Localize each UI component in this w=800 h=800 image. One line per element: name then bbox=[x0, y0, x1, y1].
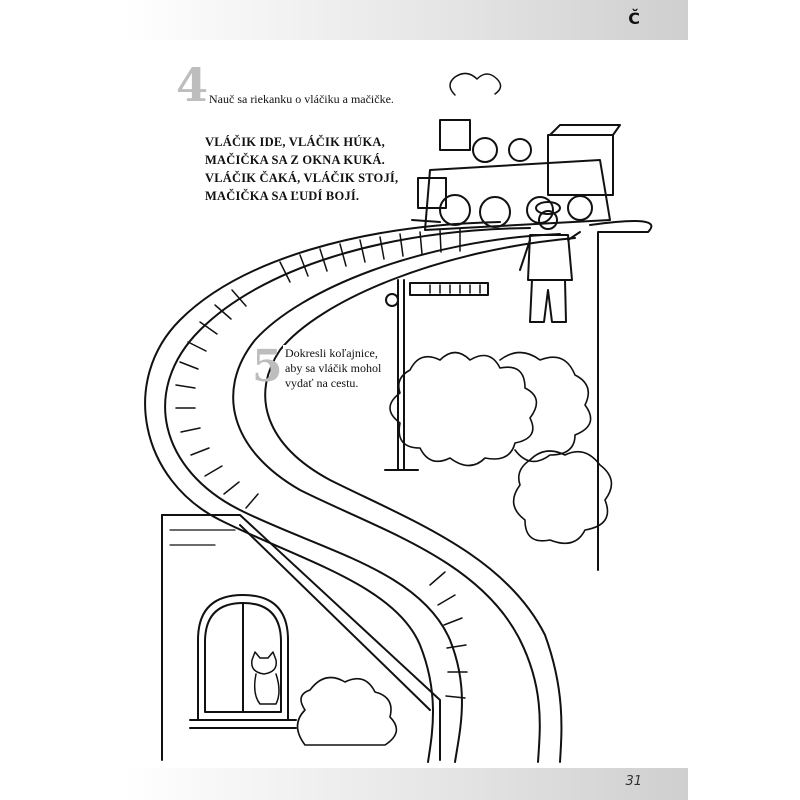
steam-locomotive-icon bbox=[411, 72, 621, 231]
railway-worker-icon bbox=[519, 201, 581, 323]
task-5-line: aby sa vláčik mohol bbox=[285, 361, 382, 375]
task-5-line: Dokresli koľajnice, bbox=[285, 346, 378, 360]
rhyme-line: VLÁČIK IDE, VLÁČIK HÚKA, bbox=[205, 135, 385, 149]
task-4-instruction: Nauč sa riekanku o vláčiku a mačičke. bbox=[209, 92, 394, 106]
page-number: 31 bbox=[625, 774, 642, 789]
cat-icon bbox=[251, 651, 280, 705]
railway-signal-icon bbox=[384, 279, 489, 471]
rhyme-line: MAČIČKA SA Z OKNA KUKÁ. bbox=[205, 153, 385, 167]
rhyme: VLÁČIK IDE, VLÁČIK HÚKA, MAČIČKA SA Z OK… bbox=[205, 133, 398, 205]
footer-band: 31 bbox=[122, 768, 688, 800]
rhyme-line: VLÁČIK ČAKÁ, VLÁČIK STOJÍ, bbox=[205, 171, 399, 185]
task-number-5: 5 bbox=[252, 341, 283, 392]
rhyme-line: MAČIČKA SA ĽUDÍ BOJÍ. bbox=[205, 189, 360, 203]
header-band: Č bbox=[122, 0, 688, 40]
bush-icon bbox=[296, 351, 613, 746]
chapter-letter: Č bbox=[628, 9, 640, 28]
task-5-line: vydať na cestu. bbox=[285, 376, 359, 390]
house-with-cat-icon bbox=[161, 514, 441, 761]
task-5-instruction: Dokresli koľajnice, aby sa vláčik mohol … bbox=[283, 345, 384, 392]
railway-track-icon bbox=[144, 221, 576, 763]
task-number-4: 4 bbox=[176, 58, 209, 112]
